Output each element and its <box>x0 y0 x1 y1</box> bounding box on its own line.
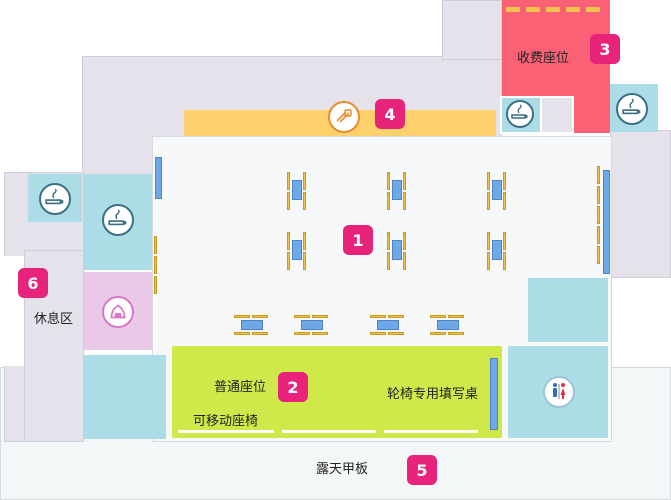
seat-chair <box>294 315 310 318</box>
seat-chair <box>312 315 328 318</box>
seat-chair <box>503 172 506 190</box>
seat-chair <box>503 192 506 210</box>
smoking-room-icon <box>616 93 648 125</box>
top-right-wing <box>442 0 502 60</box>
seat-chair <box>287 252 290 270</box>
area-2-badge: 2 <box>278 372 308 402</box>
seat-chair <box>487 172 490 190</box>
wall-chair <box>597 166 600 184</box>
wall-counter-right <box>603 170 610 274</box>
movable-seat-rail <box>282 430 376 433</box>
wall-chair <box>597 246 600 264</box>
seat-chair <box>370 315 386 318</box>
seat-table <box>241 320 263 330</box>
seat-chair <box>303 252 306 270</box>
wheelchair-writing-desk <box>490 358 498 430</box>
restroom-icon <box>543 376 575 408</box>
seat-chair <box>448 332 464 335</box>
movable-seat-rail <box>178 430 274 433</box>
area-6-badge: 6 <box>18 268 48 298</box>
smoking-room-icon <box>39 183 71 215</box>
rest-area-label: 休息区 <box>34 312 74 327</box>
movable-seat-rail <box>384 430 478 433</box>
area-4-badge: 4 <box>375 99 405 129</box>
seat-chair <box>303 172 306 190</box>
movable-seat-label: 可移动座椅 <box>193 414 259 429</box>
seat-chair <box>388 315 404 318</box>
seat-table <box>492 180 502 200</box>
seat-chair <box>430 332 446 335</box>
seat-chair <box>388 332 404 335</box>
seat-chair <box>503 252 506 270</box>
seat-chair <box>252 315 268 318</box>
seat-chair <box>387 232 390 250</box>
seat-chair <box>287 172 290 190</box>
seat-chair <box>287 192 290 210</box>
seat-table <box>437 320 459 330</box>
seat-chair <box>252 332 268 335</box>
seat-chair <box>387 172 390 190</box>
room-right-upper <box>528 278 608 342</box>
seat-table <box>492 240 502 260</box>
wall-chair <box>597 206 600 224</box>
seat-chair <box>403 232 406 250</box>
seat-chair <box>403 192 406 210</box>
seat-table <box>292 180 302 200</box>
seat-chair <box>312 332 328 335</box>
paid-seat-label: 收费座位 <box>517 51 570 66</box>
seat-chair <box>234 315 250 318</box>
seat-chair <box>403 172 406 190</box>
seat-chair <box>234 332 250 335</box>
seat-chair <box>487 232 490 250</box>
seat-chair <box>503 232 506 250</box>
wheelchair-desk-label: 轮椅专用填写桌 <box>387 387 479 402</box>
wall-chair <box>154 236 157 254</box>
paid-room-corner <box>542 98 572 132</box>
seat-chair <box>370 332 386 335</box>
open-deck-label: 露天甲板 <box>316 462 369 477</box>
seat-chair <box>403 252 406 270</box>
seat-table <box>392 240 402 260</box>
smoking-room-icon <box>506 100 534 128</box>
seat-chair <box>487 252 490 270</box>
seat-chair <box>294 332 310 335</box>
regular-seat-area <box>172 346 502 438</box>
seat-chair <box>487 192 490 210</box>
wall-chair <box>154 256 157 274</box>
seat-table <box>377 320 399 330</box>
seat-chair <box>430 315 446 318</box>
seat-table <box>292 240 302 260</box>
vending-machine-icon <box>328 101 360 133</box>
wall-counter-left <box>155 157 162 199</box>
right-wall <box>610 130 671 278</box>
wall-chair <box>154 276 157 294</box>
seat-table <box>301 320 323 330</box>
area-3-badge: 3 <box>590 34 620 64</box>
wall-chair <box>597 226 600 244</box>
area-1-badge: 1 <box>343 225 373 255</box>
regular-seat-label: 普通座位 <box>214 380 267 395</box>
area-5-badge: 5 <box>407 455 437 485</box>
seat-table <box>392 180 402 200</box>
seat-chair <box>303 192 306 210</box>
seat-chair <box>303 232 306 250</box>
nursing-room-icon <box>102 296 134 328</box>
seat-chair <box>287 232 290 250</box>
seat-chair <box>387 252 390 270</box>
seat-chair <box>448 315 464 318</box>
wall-chair <box>597 186 600 204</box>
storage-room-left <box>84 355 166 439</box>
seat-chair <box>387 192 390 210</box>
paid-seat-row <box>506 7 604 12</box>
smoking-room-icon <box>102 204 134 236</box>
